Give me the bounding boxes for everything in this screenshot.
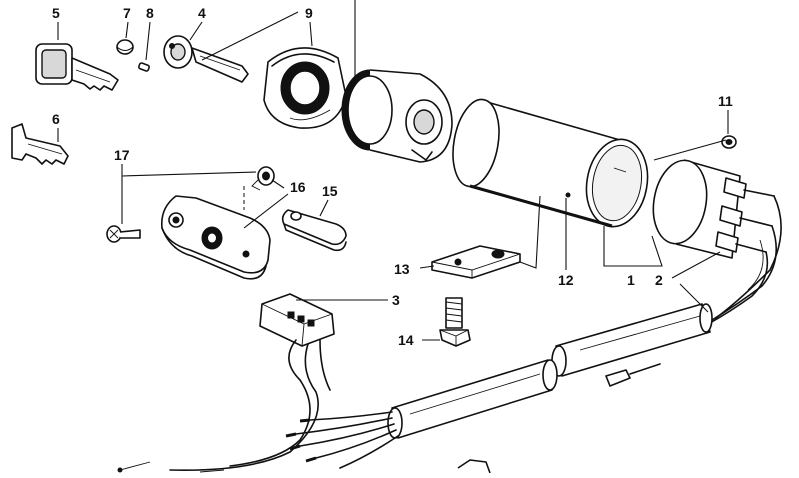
callout-13: 13 bbox=[394, 261, 410, 277]
part-15-link-plate bbox=[281, 209, 347, 252]
callout-6: 6 bbox=[52, 111, 60, 127]
part-8-pin bbox=[138, 62, 150, 72]
callout-2: 2 bbox=[655, 272, 663, 288]
leader-lines bbox=[57, 0, 729, 341]
callout-7: 7 bbox=[123, 5, 131, 21]
callout-15: 15 bbox=[322, 183, 338, 199]
callout-12: 12 bbox=[558, 272, 574, 288]
part-14-bolt bbox=[439, 297, 471, 347]
part-2-switch-body bbox=[652, 159, 775, 259]
callout-11: 11 bbox=[718, 93, 733, 109]
part-11-nut bbox=[721, 135, 737, 149]
callout-5: 5 bbox=[52, 5, 60, 21]
callout-1: 1 bbox=[627, 272, 635, 288]
callout-8: 8 bbox=[146, 5, 154, 21]
callout-9: 9 bbox=[305, 5, 313, 21]
part-13-bracket bbox=[431, 245, 521, 279]
ignition-housing bbox=[341, 69, 453, 163]
part-12-sleeve bbox=[452, 98, 649, 228]
wiring-harness bbox=[285, 195, 782, 474]
part-3-connector bbox=[117, 293, 335, 473]
part-4-lock-cylinder-key bbox=[163, 35, 249, 83]
part-7-cap bbox=[116, 39, 134, 55]
callout-labels: 5 6 7 8 4 9 11 17 16 15 13 12 1 2 3 14 bbox=[52, 5, 733, 348]
callout-3: 3 bbox=[392, 292, 400, 308]
part-6-flat-key bbox=[11, 123, 69, 165]
callout-17: 17 bbox=[114, 147, 130, 163]
callout-16: 16 bbox=[290, 179, 306, 195]
callout-14: 14 bbox=[398, 332, 414, 348]
part-16-mounting-plate bbox=[160, 166, 275, 280]
part-5-key-with-head bbox=[35, 43, 119, 91]
callout-4: 4 bbox=[198, 5, 206, 21]
part-9-bezel-ring bbox=[263, 47, 347, 129]
part-17-screw bbox=[106, 225, 141, 243]
